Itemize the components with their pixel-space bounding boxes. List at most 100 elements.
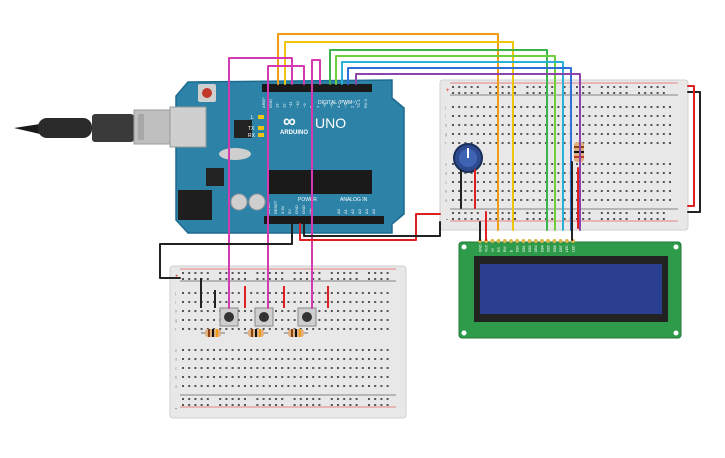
crystal <box>219 148 251 160</box>
digital-header <box>262 84 372 92</box>
model-label: UNO <box>315 115 346 131</box>
lcd-pin-label: DB2 <box>528 245 532 252</box>
svg-text:a: a <box>175 384 178 389</box>
lcd-pin-label: DB0 <box>516 245 520 252</box>
lcd-pin[interactable] <box>564 239 569 243</box>
brand-label: ARDUINO <box>280 130 308 136</box>
lcd-pin[interactable] <box>527 239 532 243</box>
svg-text:d: d <box>445 171 447 176</box>
lcd-pin-label: LED <box>565 245 569 252</box>
pushbutton[interactable] <box>254 307 274 327</box>
lcd-pin[interactable] <box>515 239 520 243</box>
analog-pin-label: A1 <box>343 208 348 214</box>
lcd-mount-hole <box>673 330 679 336</box>
digital-pin-label: ~6 <box>322 103 327 108</box>
power-pin-label: GND <box>294 205 299 214</box>
svg-text:j: j <box>444 105 446 110</box>
led-rx <box>258 133 264 137</box>
pushbutton[interactable] <box>297 307 317 327</box>
digital-pin-label: RX 0 <box>363 98 368 108</box>
lcd-pin-label: RS <box>497 247 501 252</box>
wires[interactable] <box>159 33 701 309</box>
bbbot-rail-minus: - <box>175 406 177 412</box>
svg-text:f: f <box>445 141 447 146</box>
led-l <box>258 115 264 119</box>
svg-text:j: j <box>174 291 176 296</box>
wire[interactable] <box>355 73 581 231</box>
svg-text:a: a <box>445 198 448 203</box>
wire[interactable] <box>267 65 305 309</box>
wire[interactable] <box>687 85 695 207</box>
atmega-chip <box>268 170 372 194</box>
wire[interactable] <box>299 213 441 241</box>
lcd-pin[interactable] <box>546 239 551 243</box>
lcd-pin[interactable] <box>490 239 495 243</box>
lcd-mount-hole <box>461 330 467 336</box>
lcd-mount-hole <box>461 244 467 250</box>
lcd-pin[interactable] <box>509 239 513 243</box>
lcd-pin-label: DB4 <box>540 245 544 252</box>
wire[interactable] <box>335 55 556 231</box>
resistor[interactable] <box>244 329 268 337</box>
digital-pin-label: 2 <box>349 105 354 108</box>
lcd-pin[interactable] <box>540 239 544 243</box>
digital-label: DIGITAL (PWM~) <box>318 100 357 106</box>
bottom-components[interactable] <box>200 278 329 337</box>
power-pin-label: 5V <box>287 209 292 214</box>
power-pin-label: Vin <box>308 208 313 214</box>
digital-pin-label: GND <box>268 99 273 108</box>
lcd-pin[interactable] <box>533 239 538 243</box>
lcd-pin[interactable] <box>558 239 563 243</box>
lcd-pin-label: GND <box>478 244 482 252</box>
digital-pin-label: 13 <box>275 103 280 108</box>
power-pin-label: GND <box>301 205 306 214</box>
svg-text:g: g <box>445 132 447 137</box>
digital-pin-label: 4 <box>336 105 341 108</box>
arduino-uno-board[interactable]: L TX RX ∞ ARDUINO UNO DIGITAL (PWM~) POW… <box>169 79 405 234</box>
wire[interactable] <box>329 49 548 231</box>
potentiometer-icon[interactable] <box>453 143 483 173</box>
lcd-pin[interactable] <box>496 239 501 243</box>
reset-button-cap[interactable] <box>202 88 212 98</box>
wire[interactable] <box>303 221 441 237</box>
analog-pin-label: A4 <box>364 208 369 214</box>
lcd-pin[interactable] <box>552 239 557 243</box>
digital-pin-label: 7 <box>315 105 320 108</box>
wire[interactable] <box>311 59 321 309</box>
capacitor-1 <box>230 193 248 211</box>
digital-pin-label: ~10 <box>295 100 300 108</box>
usb-port[interactable] <box>169 106 207 148</box>
svg-text:f: f <box>175 327 177 332</box>
resistor[interactable] <box>284 329 308 337</box>
lcd-pin[interactable] <box>502 239 507 243</box>
wire[interactable] <box>341 61 564 231</box>
wire[interactable] <box>228 57 293 309</box>
resistor[interactable] <box>201 329 225 337</box>
analog-pin-label: A0 <box>336 208 341 214</box>
lcd-pin[interactable] <box>521 239 526 243</box>
analog-pin-label: A3 <box>357 208 362 214</box>
power-jack[interactable] <box>178 190 212 220</box>
power-pin-label: 3.3V <box>280 205 285 214</box>
lcd-pin-label: DB5 <box>547 245 551 252</box>
lcd-pin-label: VCC <box>485 244 489 252</box>
wire[interactable] <box>159 223 293 279</box>
svg-text:b: b <box>175 375 178 380</box>
svg-text:h: h <box>445 123 447 128</box>
svg-text:h: h <box>175 309 177 314</box>
svg-text:e: e <box>445 162 448 167</box>
pushbutton[interactable] <box>219 307 239 327</box>
power-label: POWER <box>298 197 317 203</box>
led-tx <box>258 126 264 130</box>
usb-cable-icon <box>14 109 175 145</box>
wire[interactable] <box>284 41 514 231</box>
svg-text:g: g <box>175 318 177 323</box>
bbtop-rail-plus: + <box>446 88 450 94</box>
wire[interactable] <box>347 67 572 231</box>
